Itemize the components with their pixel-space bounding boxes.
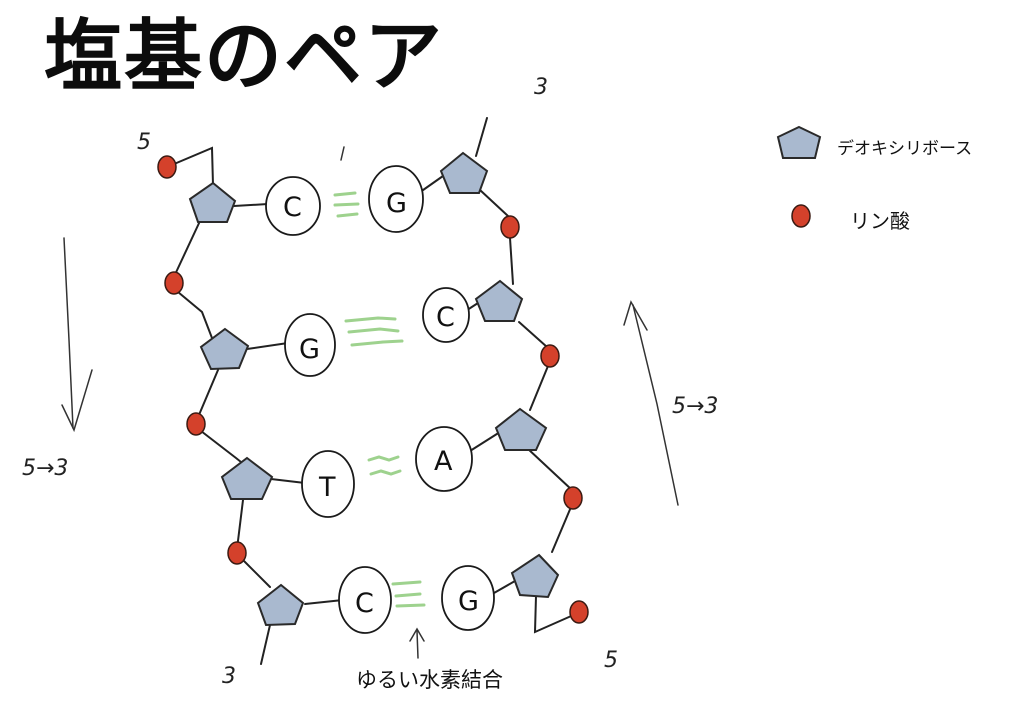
- direction-note-right: 5→3: [672, 394, 719, 419]
- sugar-group: [188, 151, 560, 627]
- base-circle: [338, 566, 392, 634]
- base-circle: [368, 165, 424, 233]
- phosphate-group: [157, 155, 589, 624]
- base-letter: G: [386, 188, 407, 219]
- sugar-pentagon: [220, 456, 274, 500]
- base-circle: [265, 176, 321, 236]
- phosphate: [500, 215, 520, 239]
- left-strand-backbone: [166, 146, 344, 665]
- legend-phosphate-icon: [791, 204, 811, 228]
- sugar-pentagon: [439, 151, 489, 194]
- phosphate: [540, 344, 560, 368]
- base-letter: C: [355, 588, 374, 619]
- phosphate: [563, 486, 583, 510]
- page-title: 塩基のペア: [44, 12, 445, 102]
- legend-sugar-icon: [776, 125, 822, 159]
- base-letter: C: [436, 302, 455, 333]
- left-direction-arrow: [61, 237, 93, 433]
- base-circle: [441, 565, 495, 631]
- sugar-pentagon: [510, 553, 560, 599]
- direction-note-left: 5→3: [22, 456, 69, 481]
- base-letter: C: [283, 192, 302, 223]
- right-strand-backbone: [415, 117, 579, 634]
- sugar-pentagon: [199, 327, 250, 371]
- end-label-right-top: 3: [534, 75, 548, 100]
- phosphate: [164, 271, 184, 295]
- phosphate: [227, 541, 247, 565]
- end-label-left-top: 5: [137, 130, 151, 155]
- top-pointer-sketch: [340, 146, 345, 161]
- phosphate: [157, 155, 177, 179]
- base-circle: [422, 287, 470, 343]
- right-direction-arrow: [623, 300, 679, 506]
- sugar-pentagon: [494, 407, 548, 451]
- sugar-pentagon: [256, 583, 305, 627]
- hydrogen-bond-group: [333, 191, 426, 608]
- phosphate: [569, 600, 589, 624]
- legend-phosphate-label: リン酸: [850, 209, 910, 233]
- end-label-left-bottom: 3: [222, 664, 236, 689]
- hydrogen-bond-caption: ゆるい水素結合: [356, 668, 503, 692]
- bases-group: [265, 165, 495, 634]
- base-circle: [284, 313, 336, 377]
- sugar-pentagon: [474, 279, 524, 322]
- base-letter: A: [434, 446, 453, 477]
- base-letter: T: [318, 472, 336, 503]
- caption-arrow: [409, 627, 425, 659]
- sugar-pentagon: [188, 181, 237, 223]
- base-letter: G: [458, 586, 479, 617]
- base-circle: [301, 450, 355, 518]
- phosphate: [186, 412, 206, 436]
- legend-sugar-label: デオキシリボース: [837, 139, 973, 159]
- base-letter: G: [299, 334, 320, 365]
- base-circle: [415, 426, 473, 492]
- end-label-right-bottom: 5: [604, 648, 618, 673]
